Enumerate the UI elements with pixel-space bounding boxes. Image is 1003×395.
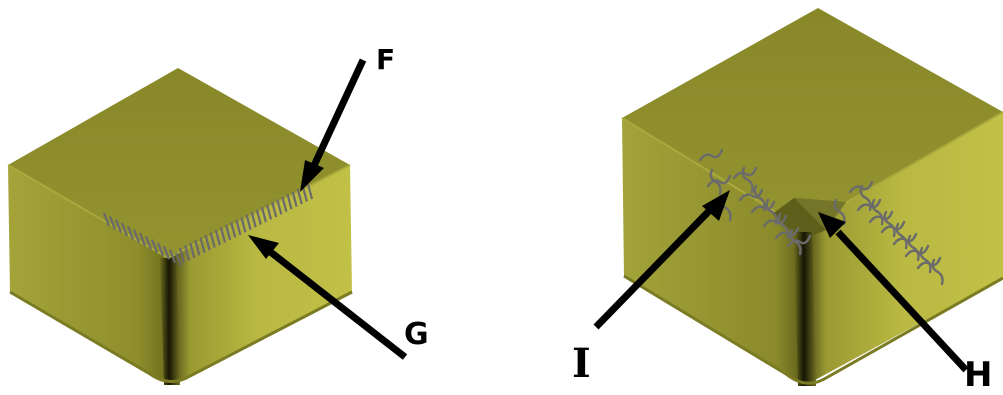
right-cube-vertical-edge-shadow bbox=[794, 232, 816, 386]
right-cube-bottom-rounded-edge bbox=[623, 274, 1003, 385]
crack-line bbox=[138, 232, 147, 247]
crack-line bbox=[255, 209, 262, 225]
label-f: F bbox=[376, 43, 396, 76]
crack-line bbox=[235, 219, 242, 236]
arrow-g-head bbox=[248, 235, 279, 259]
crack-line bbox=[184, 245, 191, 261]
crack-curve bbox=[753, 184, 766, 212]
right-cube bbox=[593, 8, 1003, 386]
crack-line bbox=[291, 191, 298, 207]
crack-line bbox=[296, 188, 303, 205]
crack-line bbox=[204, 234, 211, 251]
crack-line bbox=[156, 242, 165, 257]
crack-curve bbox=[871, 198, 884, 226]
left-cube-vertical-edge-shadow bbox=[160, 258, 180, 385]
crack-line bbox=[240, 216, 247, 233]
crack-line bbox=[114, 219, 123, 234]
arrow-f-shaft bbox=[308, 58, 367, 172]
crack-line bbox=[178, 247, 186, 264]
crack-curve bbox=[786, 234, 812, 248]
crack-line bbox=[209, 232, 216, 248]
crack-line bbox=[250, 211, 257, 228]
crack-curve bbox=[919, 246, 932, 274]
label-h: H bbox=[964, 355, 993, 395]
crack-curve bbox=[706, 174, 732, 188]
crack-line bbox=[194, 240, 201, 256]
crack-lines-right-edge bbox=[178, 183, 314, 264]
crack-curve bbox=[698, 148, 724, 162]
crack-curve bbox=[762, 214, 788, 228]
left-cube-bottom-rounded-edge bbox=[9, 290, 353, 383]
crack-curve bbox=[880, 220, 906, 234]
crack-curve bbox=[709, 168, 722, 196]
crack-curve bbox=[916, 256, 942, 270]
crack-line bbox=[189, 242, 196, 259]
left-cube-top-face bbox=[8, 68, 350, 258]
crack-curve bbox=[892, 232, 918, 246]
arrow-h-head bbox=[818, 212, 846, 238]
arrow-i-shaft bbox=[593, 207, 713, 330]
crack-line bbox=[271, 201, 278, 218]
left-cube-left-face bbox=[8, 165, 170, 385]
arrow-h-shaft bbox=[835, 229, 969, 373]
crack-line bbox=[126, 225, 135, 240]
label-g: G bbox=[404, 317, 429, 352]
right-cube-right-face bbox=[802, 112, 1003, 386]
crack-curve bbox=[765, 198, 778, 226]
crack-line bbox=[144, 235, 153, 250]
crack-line bbox=[265, 204, 273, 220]
crack-line bbox=[219, 227, 227, 243]
crack-line bbox=[230, 222, 237, 238]
crack-curve bbox=[907, 234, 920, 262]
crack-curve bbox=[738, 188, 764, 202]
crack-curve bbox=[904, 244, 930, 258]
right-cube-left-face bbox=[622, 118, 804, 386]
crack-line bbox=[102, 212, 111, 227]
crack-line bbox=[108, 215, 117, 230]
crack-line bbox=[214, 229, 221, 246]
crack-line bbox=[306, 183, 314, 200]
crack-curve bbox=[789, 228, 802, 256]
crack-curve bbox=[883, 210, 896, 238]
arrow-i-head bbox=[702, 190, 730, 221]
crack-line bbox=[276, 199, 283, 215]
arrow-f-head bbox=[300, 160, 324, 192]
crack-curve bbox=[856, 198, 882, 212]
crack-curve bbox=[732, 166, 758, 180]
crack-line bbox=[286, 193, 293, 210]
crack-lines-left-edge bbox=[102, 212, 183, 267]
crack-line bbox=[174, 252, 183, 267]
crack-curve bbox=[931, 258, 944, 286]
crack-curve bbox=[750, 200, 776, 214]
crack-line bbox=[245, 214, 252, 231]
crack-line bbox=[260, 206, 267, 223]
crack-line bbox=[225, 224, 232, 241]
left-cube-right-face bbox=[168, 165, 352, 385]
crack-line bbox=[168, 249, 177, 264]
crack-line bbox=[199, 237, 206, 254]
crack-curve bbox=[868, 210, 894, 224]
crack-line bbox=[281, 196, 288, 213]
crack-line bbox=[162, 245, 171, 260]
crack-line bbox=[120, 222, 129, 237]
crack-curve bbox=[895, 222, 908, 250]
left-cube bbox=[7, 58, 408, 385]
crack-line bbox=[132, 229, 141, 244]
crack-line bbox=[150, 239, 159, 254]
crack-curve bbox=[774, 226, 800, 240]
arrow-g-shaft bbox=[265, 247, 408, 360]
crack-curve bbox=[741, 166, 754, 194]
crack-curve bbox=[833, 198, 846, 226]
curved-crack-lines bbox=[698, 148, 944, 286]
label-i: I bbox=[572, 340, 591, 387]
right-cube-top-face bbox=[622, 8, 1003, 228]
crack-line bbox=[301, 186, 308, 202]
